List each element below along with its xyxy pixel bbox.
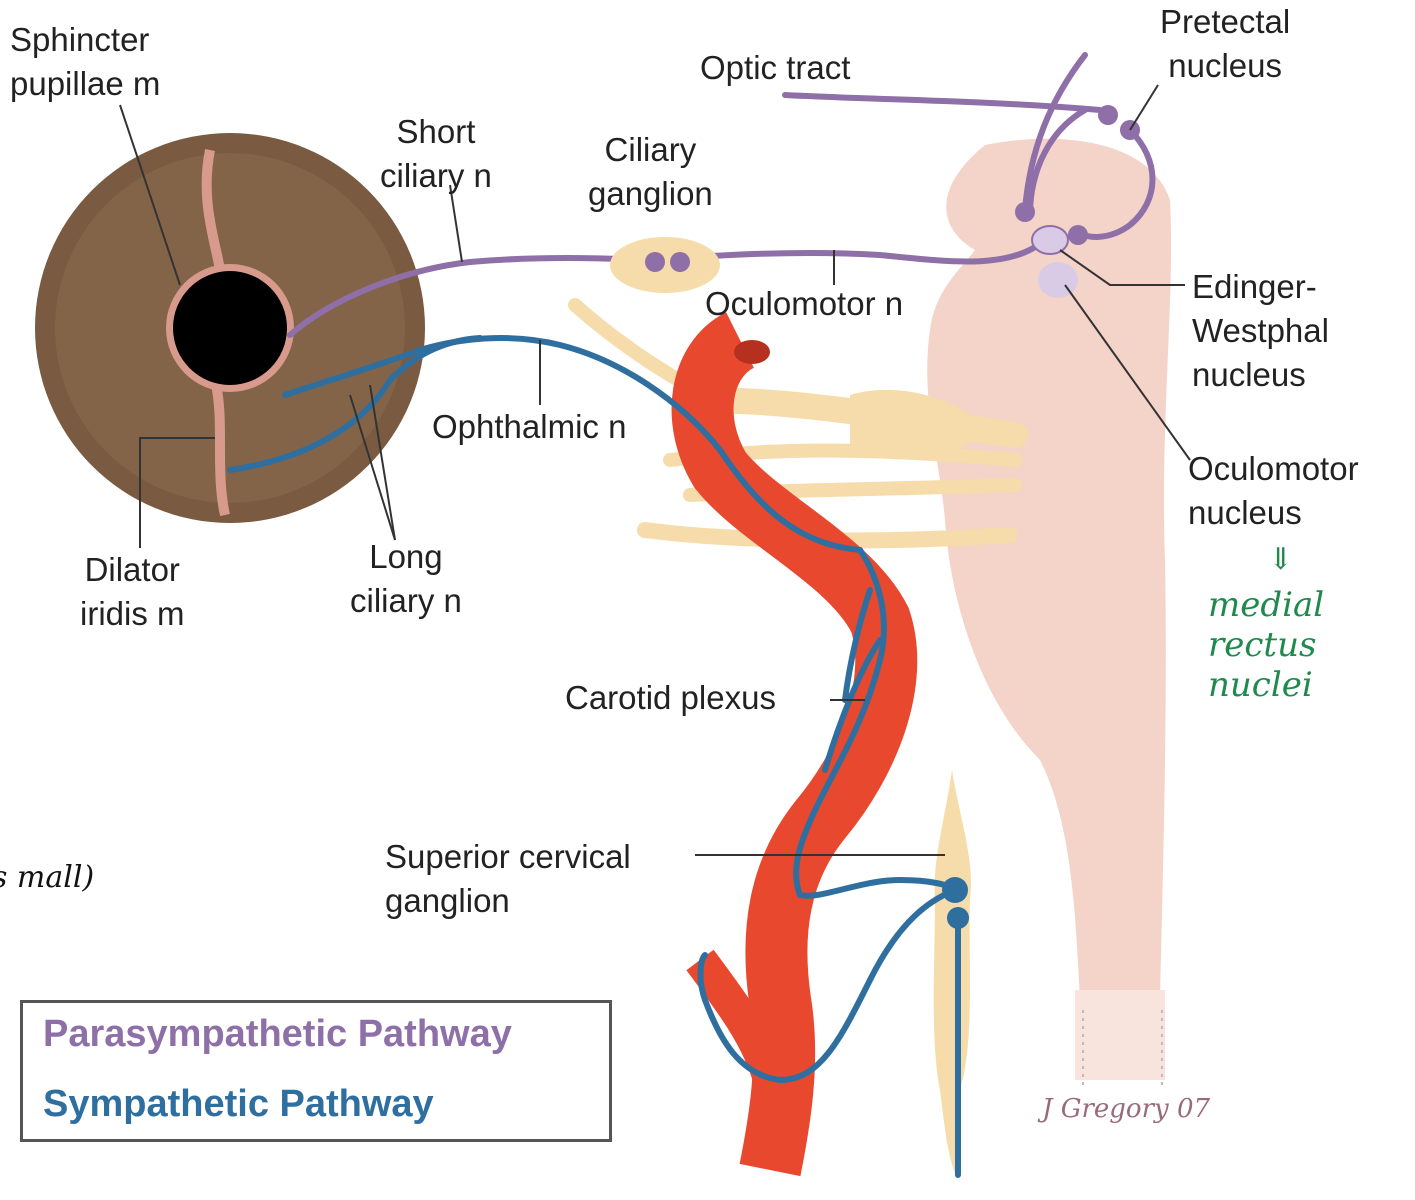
label-ophthalmic-nerve: Ophthalmic n — [432, 408, 627, 445]
handwritten-arrow: ⇓ — [1268, 542, 1294, 577]
pupil — [173, 271, 287, 385]
handwritten-medial-rectus-nuclei: medial rectus nuclei — [1208, 585, 1325, 705]
label-ciliary-ganglion: Ciliary ganglion — [588, 131, 713, 212]
ciliary-ganglion — [610, 237, 720, 293]
preganglionic-synapse — [947, 907, 969, 929]
sympathetic-pathway — [227, 335, 961, 1178]
label-pretectal-nucleus: Pretectal nucleus — [1160, 3, 1291, 84]
label-sphincter-pupillae: Sphincter pupillae m — [10, 21, 161, 102]
artist-signature: J Gregory 07 — [1042, 1094, 1211, 1124]
optic-synapse — [1098, 105, 1118, 125]
label-oculomotor-nucleus: Oculomotor nucleus — [1188, 450, 1359, 531]
brainstem — [927, 138, 1172, 1000]
trigeminal-ganglion — [850, 389, 990, 460]
superior-cervical-neuron — [942, 877, 968, 903]
handwritten-partial-note: s mall) — [0, 860, 95, 895]
sympathetic-trunk — [933, 770, 971, 1180]
carotid-branch — [686, 949, 787, 1085]
legend-parasympathetic: Parasympathetic Pathway — [43, 1013, 512, 1055]
label-carotid-plexus: Carotid plexus — [565, 679, 776, 716]
label-superior-cervical-ganglion: Superior cervical ganglion — [385, 838, 631, 919]
label-dilator-iridis: Dilator iridis m — [80, 551, 185, 632]
label-oculomotor-nerve: Oculomotor n — [705, 285, 904, 322]
ciliary-ganglion-synapse — [670, 252, 690, 272]
carotid-opening — [734, 340, 770, 364]
label-edinger-westphal-nucleus: Edinger- Westphal nucleus — [1192, 268, 1329, 393]
ciliary-ganglion-neuron — [645, 252, 665, 272]
legend-sympathetic: Sympathetic Pathway — [43, 1083, 434, 1125]
label-optic-tract: Optic tract — [700, 49, 851, 86]
pretectal-synapse-right — [1068, 225, 1088, 245]
carotid-artery — [671, 312, 918, 1177]
oculomotor-nucleus-shape — [1038, 262, 1078, 298]
leader-lines — [119, 84, 1191, 856]
label-long-ciliary-nerve: Long ciliary n — [350, 538, 462, 619]
edinger-westphal-nucleus — [1031, 225, 1069, 255]
sphincter-fibers — [201, 149, 230, 517]
pretectal-synapse-left — [1015, 202, 1035, 222]
label-short-ciliary-nerve: Short ciliary n — [380, 113, 492, 194]
brainstem-fade — [1075, 990, 1165, 1080]
legend-box: Parasympathetic Pathway Sympathetic Path… — [20, 1000, 612, 1142]
